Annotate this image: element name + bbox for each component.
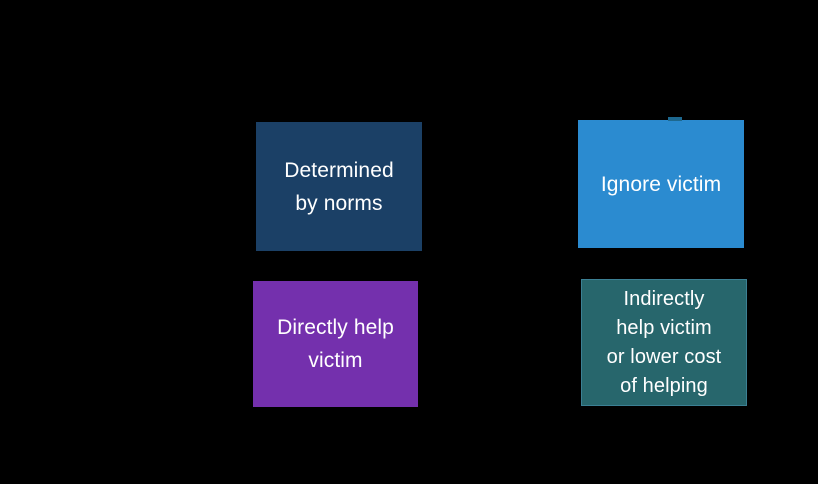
node-directly-help-victim[interactable]: Directly help victim: [253, 281, 418, 407]
node-label-indirectly-help-victim: Indirectly help victim or lower cost of …: [606, 287, 722, 397]
node-label-ignore-victim: Ignore victim: [600, 172, 722, 196]
node-indirectly-help-victim[interactable]: Indirectly help victim or lower cost of …: [581, 279, 747, 406]
node-ignore-victim[interactable]: Ignore victim: [578, 120, 744, 248]
node-label-determined-by-norms: Determined by norms: [284, 158, 394, 215]
node-label-directly-help-victim: Directly help victim: [277, 316, 394, 372]
connector-notch-icon: [668, 117, 682, 121]
node-determined-by-norms[interactable]: Determined by norms: [256, 122, 422, 251]
